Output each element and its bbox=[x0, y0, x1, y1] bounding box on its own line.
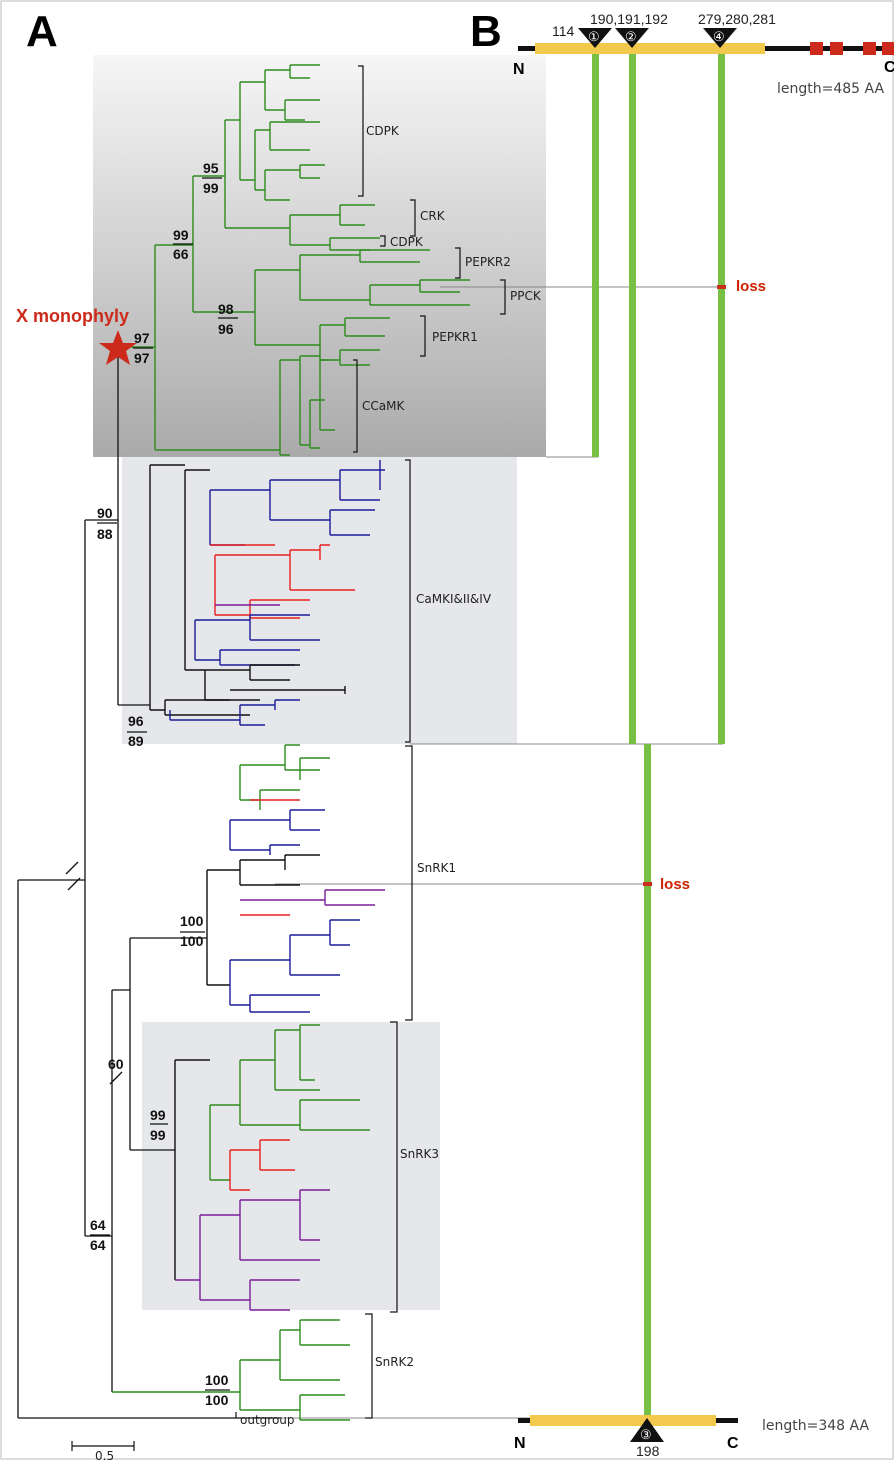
bootstrap-100-a: 100 bbox=[180, 913, 204, 929]
ef-hand-3 bbox=[863, 42, 876, 55]
bottom-c-terminus: C bbox=[727, 1435, 739, 1452]
bottom-kinase-domain bbox=[530, 1415, 716, 1426]
clade-label-snrk3: SnRK3 bbox=[400, 1147, 439, 1161]
bottom-protein-schematic: ③ 198 N C length=348 AA bbox=[514, 1415, 869, 1459]
top-protein-schematic: ① ② ④ 114 190,191,192 279,280,281 N C le… bbox=[513, 11, 894, 97]
pos-279: 279,280,281 bbox=[698, 11, 776, 27]
clade-label-ppck: PPCK bbox=[510, 289, 542, 303]
bootstrap-88: 88 bbox=[97, 526, 113, 542]
bootstrap-64-a: 64 bbox=[90, 1217, 106, 1233]
band-site-4 bbox=[718, 50, 725, 744]
top-c-terminus: C bbox=[884, 59, 894, 76]
site-2-marker bbox=[615, 28, 649, 48]
bootstrap-99-b: 99 bbox=[173, 227, 189, 243]
top-kinase-domain bbox=[535, 43, 765, 54]
clade-label-snrk1: SnRK1 bbox=[417, 861, 456, 875]
ef-hand-1 bbox=[810, 42, 823, 55]
bootstrap-100-b: 100 bbox=[180, 933, 204, 949]
camk-tree bbox=[149, 460, 385, 726]
conserved-site-bands bbox=[592, 50, 725, 1417]
pos-198: 198 bbox=[636, 1443, 660, 1459]
pos-190: 190,191,192 bbox=[590, 11, 668, 27]
bootstrap-97-a: 97 bbox=[134, 330, 150, 346]
snrk1-tree bbox=[206, 744, 385, 1013]
snrk3-clade-box bbox=[142, 1022, 440, 1310]
band-site-1 bbox=[592, 50, 599, 457]
tree-backbone bbox=[17, 347, 280, 1419]
top-n-terminus: N bbox=[513, 61, 525, 78]
monophyly-label: X monophyly bbox=[16, 306, 129, 326]
snrk2-tree bbox=[112, 1319, 350, 1421]
top-length-label: length=485 AA bbox=[777, 81, 884, 97]
snrk3-tree bbox=[174, 1024, 370, 1311]
scale-bar bbox=[71, 1441, 135, 1451]
band-site-3 bbox=[644, 744, 651, 1417]
site-4-marker bbox=[703, 28, 737, 48]
site-3-glyph: ③ bbox=[640, 1427, 652, 1442]
clade-brackets bbox=[353, 65, 506, 1419]
bootstrap-95: 95 bbox=[203, 160, 219, 176]
bootstrap-90: 90 bbox=[97, 505, 113, 521]
bootstrap-99-c: 99 bbox=[150, 1107, 166, 1123]
clade-label-camk: CaMKI&II&IV bbox=[416, 592, 492, 606]
bootstrap-100-d: 100 bbox=[205, 1392, 229, 1408]
bootstrap-89: 89 bbox=[128, 733, 144, 749]
loss-label-ppck: loss bbox=[736, 278, 766, 295]
site-3-marker bbox=[630, 1418, 664, 1442]
plant-top-tree bbox=[118, 64, 470, 456]
loss-marker-snrk1 bbox=[643, 882, 652, 886]
panel-label-a: A bbox=[26, 7, 58, 56]
clade-label-snrk2: SnRK2 bbox=[375, 1355, 414, 1369]
clade-label-cdpk: CDPK bbox=[366, 124, 400, 138]
clade-label-cdpk-small: CDPK bbox=[390, 235, 424, 249]
bootstrap-64-b: 64 bbox=[90, 1237, 106, 1253]
bootstrap-98: 98 bbox=[218, 301, 234, 317]
bootstrap-96-b: 96 bbox=[128, 713, 144, 729]
bootstrap-60: 60 bbox=[108, 1056, 124, 1072]
bootstrap-96-a: 96 bbox=[218, 321, 234, 337]
panel-label-b: B bbox=[470, 7, 502, 56]
clade-label-crk: CRK bbox=[420, 209, 446, 223]
monophyly-star-icon bbox=[99, 330, 137, 365]
loss-label-snrk1: loss bbox=[660, 876, 690, 893]
scale-bar-label: 0.5 bbox=[95, 1449, 114, 1460]
bottom-n-terminus: N bbox=[514, 1435, 526, 1452]
ef-hand-2 bbox=[830, 42, 843, 55]
site-1-marker bbox=[578, 28, 612, 48]
site-1-glyph: ① bbox=[588, 29, 600, 44]
clade-label-outgroup: outgroup bbox=[240, 1413, 295, 1427]
bootstrap-separators bbox=[90, 177, 238, 1391]
ef-hand-4 bbox=[882, 42, 894, 55]
bootstrap-97-b: 97 bbox=[134, 350, 150, 366]
bootstrap-99-a: 99 bbox=[203, 180, 219, 196]
bootstrap-100-c: 100 bbox=[205, 1372, 229, 1388]
bottom-length-label: length=348 AA bbox=[762, 1418, 869, 1434]
band-site-2 bbox=[629, 50, 636, 744]
site-2-glyph: ② bbox=[625, 29, 637, 44]
bootstrap-99-d: 99 bbox=[150, 1127, 166, 1143]
loss-marker-ppck bbox=[717, 285, 726, 289]
clade-label-pepkr2: PEPKR2 bbox=[465, 255, 511, 269]
camk-clade-box bbox=[122, 457, 517, 744]
pos-114: 114 bbox=[552, 23, 575, 39]
clade-label-pepkr1: PEPKR1 bbox=[432, 330, 478, 344]
site-4-glyph: ④ bbox=[713, 29, 725, 44]
bootstrap-66: 66 bbox=[173, 246, 189, 262]
clade-label-ccamk: CCaMK bbox=[362, 399, 405, 413]
